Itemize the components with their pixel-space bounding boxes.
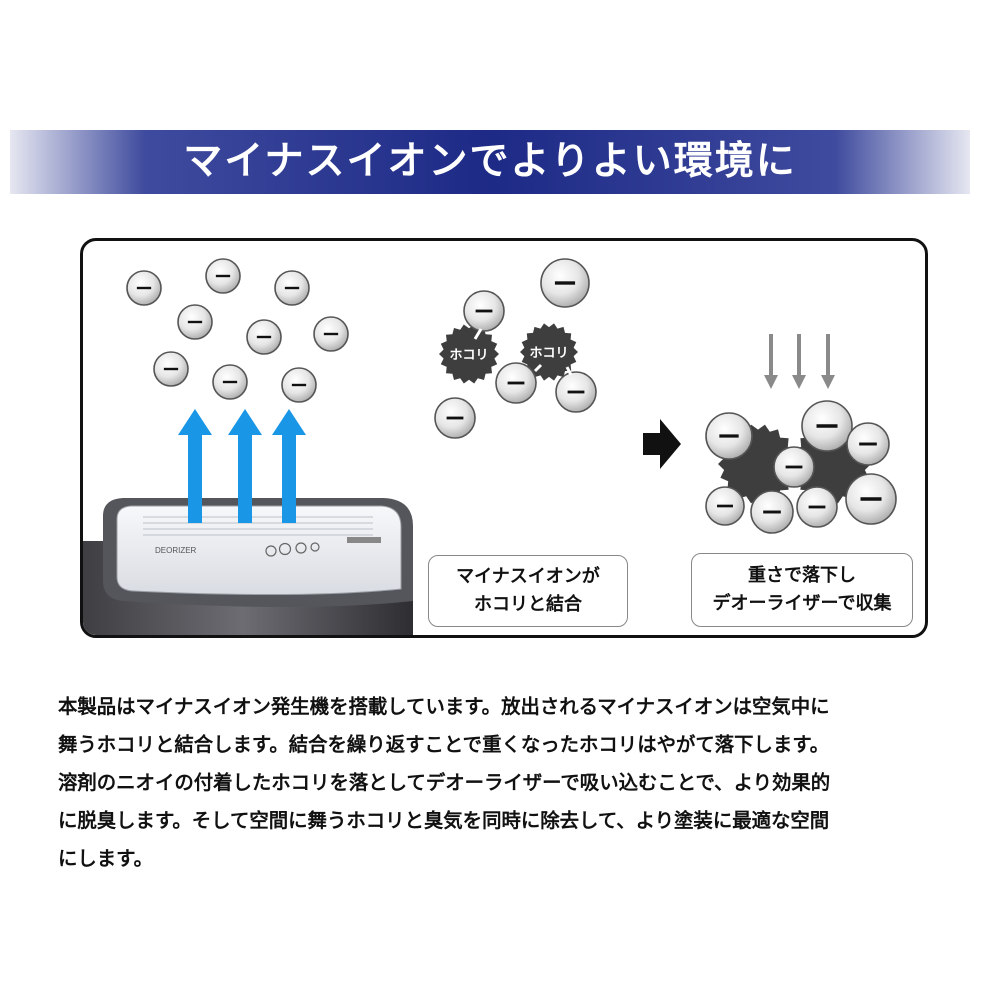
bond-line: [473, 328, 483, 340]
device-brand-label: DEORIZER: [155, 546, 197, 555]
minus-ion-icon: [153, 351, 189, 387]
minus-ion-icon: [846, 422, 890, 466]
caption-collect: 重さで落下し デオーライザーで収集: [691, 553, 913, 627]
description-line: 本製品はマイナスイオン発生機を搭載しています。放出されるマイナスイオンは空気中に: [58, 695, 830, 718]
minus-ion-icon: [177, 304, 213, 340]
minus-ion-icon: [463, 290, 505, 332]
falling-arrows: [764, 334, 835, 389]
caption-collect-line-1: 重さで落下し: [748, 565, 856, 586]
dust-label: ホコリ: [449, 348, 488, 363]
minus-ion-icon: [126, 270, 162, 306]
minus-ion-icon: [845, 473, 897, 525]
minus-ion-icon: [246, 319, 282, 355]
up-arrow-icon: [272, 409, 306, 523]
minus-ion-icon: [495, 362, 537, 404]
minus-ion-icon: [750, 490, 794, 534]
title-banner: マイナスイオンでよりよい環境に: [10, 130, 970, 194]
minus-ion-icon: [796, 486, 838, 528]
minus-ion-icon: [773, 446, 815, 488]
up-arrow-icon: [228, 409, 262, 523]
minus-ion-icon: [801, 400, 853, 452]
minus-ion-icon: [274, 270, 310, 306]
down-arrow-icon: [821, 334, 835, 389]
illustration-svg: DEORIZER ホコリ ホコリ: [83, 258, 897, 635]
airflow-arrows: [178, 409, 306, 523]
combining-group: ホコリ ホコリ: [434, 258, 597, 439]
description: 本製品はマイナスイオン発生機を搭載しています。放出されるマイナスイオンは空気中に…: [58, 688, 998, 878]
dust-label: ホコリ: [529, 346, 568, 361]
caption-combine-line-2: ホコリと結合: [474, 594, 582, 615]
caption-combine: マイナスイオンが ホコリと結合: [428, 555, 628, 627]
down-arrow-icon: [792, 334, 806, 389]
description-line: に脱臭します。そして空間に舞うホコリと臭気を同時に除去して、より塗装に最適な空間: [58, 809, 830, 832]
minus-ion-icon: [434, 397, 476, 439]
dust-particle-icon: ホコリ: [439, 324, 499, 384]
minus-ion-icon: [205, 258, 241, 294]
minus-ion-icon: [212, 364, 248, 400]
description-line: 舞うホコリと結合します。結合を繰り返すことで重くなったホコリはやがて落下します。: [58, 733, 830, 756]
dust-particle-icon: ホコリ: [520, 323, 578, 381]
minus-ion-icon: [540, 258, 590, 308]
description-line: 溶剤のニオイの付着したホコリを落としてデオーライザーで吸い込むことで、より効果的: [58, 771, 831, 794]
description-line: にします。: [58, 847, 154, 870]
caption-collect-line-2: デオーライザーで収集: [712, 593, 892, 614]
minus-ion-icon: [313, 316, 349, 352]
up-arrow-icon: [178, 409, 212, 523]
minus-ion-icon: [705, 412, 753, 460]
minus-ion-icon: [281, 367, 317, 403]
down-arrow-icon: [764, 334, 778, 389]
free-ions-group: [126, 258, 349, 403]
deorizer-device: DEORIZER: [83, 498, 413, 635]
next-step-arrow: [643, 419, 681, 469]
settled-cluster: [705, 400, 897, 534]
bond-line: [533, 363, 543, 373]
caption-combine-line-1: マイナスイオンが: [456, 566, 600, 587]
banner-title: マイナスイオンでよりよい環境に: [183, 139, 797, 184]
minus-ion-icon: [705, 486, 745, 526]
bond-line: [565, 366, 573, 376]
minus-ion-icon: [555, 371, 597, 413]
illustration-panel: DEORIZER ホコリ ホコリ マイナスイオンが ホコリと結合 重さで落下し デ…: [80, 238, 928, 638]
